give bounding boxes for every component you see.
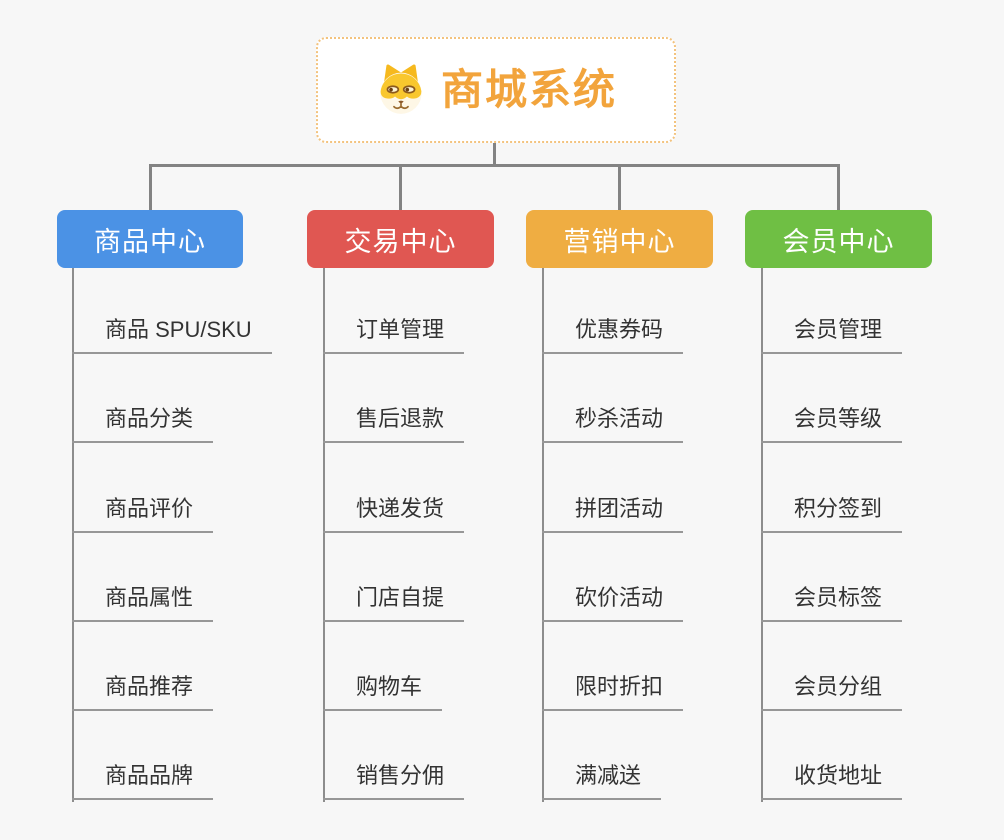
subtopic[interactable]: 砍价活动 [542,578,684,622]
subtopic[interactable]: 商品评价 [72,489,214,533]
branch-trunk [761,268,763,802]
subtopic[interactable]: 会员分组 [761,667,903,711]
subtopic[interactable]: 积分签到 [761,489,903,533]
branch-topic-product-center[interactable]: 商品中心 [57,210,243,268]
connector-root-drop [493,141,496,166]
subtopic[interactable]: 商品 SPU/SKU [72,310,272,354]
subtopic[interactable]: 售后退款 [323,399,465,443]
branch-trunk [542,268,544,802]
subtopic[interactable]: 快递发货 [323,489,465,533]
connector-drop [149,164,152,211]
subtopic[interactable]: 收货地址 [761,756,903,800]
subtopic[interactable]: 优惠券码 [542,310,684,354]
subtopic[interactable]: 购物车 [323,667,443,711]
subtopic[interactable]: 秒杀活动 [542,399,684,443]
subtopic[interactable]: 订单管理 [323,310,465,354]
subtopic[interactable]: 限时折扣 [542,667,684,711]
subtopic[interactable]: 销售分佣 [323,756,465,800]
subtopic[interactable]: 商品推荐 [72,667,214,711]
connector-horizontal-bar [149,164,840,167]
branch-topic-member-center[interactable]: 会员中心 [745,210,932,268]
subtopic[interactable]: 商品属性 [72,578,214,622]
subtopic[interactable]: 会员标签 [761,578,903,622]
branch-topic-trade-center[interactable]: 交易中心 [307,210,494,268]
branch-topic-marketing-center[interactable]: 营销中心 [526,210,713,268]
branch-trunk [72,268,74,802]
subtopic[interactable]: 商品品牌 [72,756,214,800]
subtopic[interactable]: 拼团活动 [542,489,684,533]
subtopic[interactable]: 会员管理 [761,310,903,354]
connector-drop [618,164,621,211]
subtopic[interactable]: 商品分类 [72,399,214,443]
subtopic[interactable]: 门店自提 [323,578,465,622]
connector-drop [837,164,840,211]
root-title: 商城系统 [440,66,617,113]
subtopic[interactable]: 满减送 [542,756,662,800]
subtopic[interactable]: 会员等级 [761,399,903,443]
root-topic[interactable]: 商城系统 [316,37,676,143]
connector-drop [399,164,402,211]
dog-icon [375,64,427,116]
branch-trunk [323,268,325,802]
